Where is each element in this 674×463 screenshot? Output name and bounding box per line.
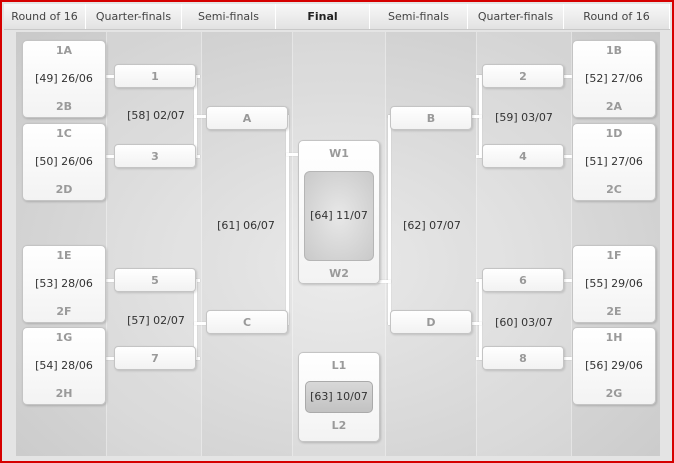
- third-place-match[interactable]: L1 [63] 10/07 L2: [298, 352, 380, 442]
- r16-match-55[interactable]: 1F [55] 29/06 2E: [572, 245, 656, 323]
- match-label: [54] 28/06: [35, 359, 93, 372]
- match-label: [56] 29/06: [585, 359, 643, 372]
- team-slot-bottom: 2A: [605, 100, 623, 113]
- header-round-of-16-left: Round of 16: [4, 4, 86, 29]
- connector-line: [194, 279, 197, 360]
- third-place-team-l1: L1: [331, 359, 347, 372]
- team-slot-top: 1F: [606, 249, 622, 262]
- header-semi-finals-right: Semi-finals: [370, 4, 468, 29]
- team-slot-top: 1D: [605, 127, 623, 140]
- round-header-bar: Round of 16 Quarter-finals Semi-finals F…: [4, 4, 670, 30]
- final-match[interactable]: W1 [64] 11/07 W2: [298, 140, 380, 284]
- team-slot-bottom: 2F: [56, 305, 72, 318]
- sf-slot-d[interactable]: D: [390, 310, 472, 334]
- header-round-of-16-right: Round of 16: [564, 4, 670, 29]
- column-shade: [106, 32, 202, 456]
- qf-match-59: [59] 03/07: [495, 111, 553, 124]
- final-team-w1: W1: [329, 147, 349, 160]
- qf-match-57: [57] 02/07: [127, 314, 185, 327]
- qf-slot-4[interactable]: 4: [482, 144, 564, 168]
- team-slot-bottom: 2E: [606, 305, 622, 318]
- connector-line: [479, 279, 482, 360]
- r16-match-50[interactable]: 1C [50] 26/06 2D: [22, 123, 106, 201]
- qf-slot-5[interactable]: 5: [114, 268, 196, 292]
- sf-slot-a[interactable]: A: [206, 106, 288, 130]
- match-label: [53] 28/06: [35, 277, 93, 290]
- qf-slot-2[interactable]: 2: [482, 64, 564, 88]
- r16-match-56[interactable]: 1H [56] 29/06 2G: [572, 327, 656, 405]
- match-label: [52] 27/06: [585, 72, 643, 85]
- final-match-label: [64] 11/07: [310, 209, 368, 222]
- final-team-w2: W2: [329, 267, 349, 280]
- connector-line: [388, 115, 391, 325]
- team-slot-top: 1G: [55, 331, 73, 344]
- r16-match-53[interactable]: 1E [53] 28/06 2F: [22, 245, 106, 323]
- team-slot-bottom: 2D: [55, 183, 73, 196]
- qf-slot-6[interactable]: 6: [482, 268, 564, 292]
- team-slot-top: 1B: [605, 44, 623, 57]
- match-label: [49] 26/06: [35, 72, 93, 85]
- qf-match-60: [60] 03/07: [495, 316, 553, 329]
- team-slot-top: 1C: [56, 127, 72, 140]
- connector-line: [286, 153, 300, 156]
- sf-match-62: [62] 07/07: [403, 219, 461, 232]
- team-slot-top: 1A: [55, 44, 73, 57]
- team-slot-bottom: 2B: [55, 100, 73, 113]
- connector-line: [378, 280, 391, 283]
- header-quarter-finals-right: Quarter-finals: [468, 4, 564, 29]
- team-slot-top: 1H: [605, 331, 623, 344]
- qf-slot-3[interactable]: 3: [114, 144, 196, 168]
- r16-match-51[interactable]: 1D [51] 27/06 2C: [572, 123, 656, 201]
- third-place-team-l2: L2: [331, 419, 347, 432]
- match-label: [51] 27/06: [585, 155, 643, 168]
- team-slot-bottom: 2G: [605, 387, 623, 400]
- r16-match-52[interactable]: 1B [52] 27/06 2A: [572, 40, 656, 118]
- qf-slot-8[interactable]: 8: [482, 346, 564, 370]
- bracket-board: 1A [49] 26/06 2B 1C [50] 26/06 2D 1E [53…: [16, 32, 660, 456]
- match-label: [50] 26/06: [35, 155, 93, 168]
- match-label: [55] 29/06: [585, 277, 643, 290]
- sf-match-61: [61] 06/07: [217, 219, 275, 232]
- team-slot-bottom: 2C: [606, 183, 622, 196]
- qf-slot-1[interactable]: 1: [114, 64, 196, 88]
- r16-match-54[interactable]: 1G [54] 28/06 2H: [22, 327, 106, 405]
- r16-match-49[interactable]: 1A [49] 26/06 2B: [22, 40, 106, 118]
- header-semi-finals-left: Semi-finals: [182, 4, 276, 29]
- team-slot-top: 1E: [56, 249, 72, 262]
- third-place-match-label: [63] 10/07: [310, 390, 368, 403]
- sf-slot-b[interactable]: B: [390, 106, 472, 130]
- qf-match-58: [58] 02/07: [127, 109, 185, 122]
- header-quarter-finals-left: Quarter-finals: [86, 4, 182, 29]
- qf-slot-7[interactable]: 7: [114, 346, 196, 370]
- team-slot-bottom: 2H: [55, 387, 73, 400]
- connector-line: [286, 115, 289, 325]
- column-shade: [476, 32, 572, 456]
- sf-slot-c[interactable]: C: [206, 310, 288, 334]
- header-final: Final: [276, 4, 370, 29]
- third-place-panel: [63] 10/07: [305, 381, 373, 413]
- final-trophy-panel: [64] 11/07: [304, 171, 374, 261]
